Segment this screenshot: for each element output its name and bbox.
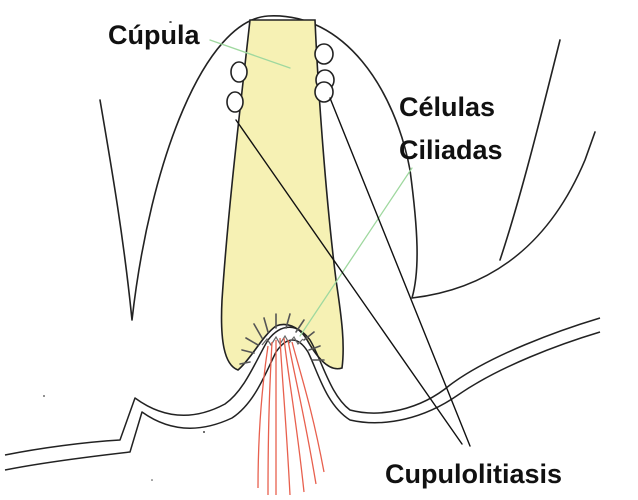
ciliadas-label: Ciliadas [399,137,503,164]
celulas-label: Células [399,94,495,121]
crista-floor [5,318,600,470]
specks [43,395,205,481]
ampulla-wall [100,16,595,320]
nerve-fibers [258,338,324,495]
otoconia-particle [315,44,333,64]
cupula-label: Cúpula [108,22,200,49]
right-canal-wall [500,40,560,260]
cupulolitiasis-label: Cupulolitiasis [385,461,562,488]
ampulla-outer-wall [100,16,595,320]
otoconia-particle [227,92,243,112]
otoconia-particle [231,62,247,82]
